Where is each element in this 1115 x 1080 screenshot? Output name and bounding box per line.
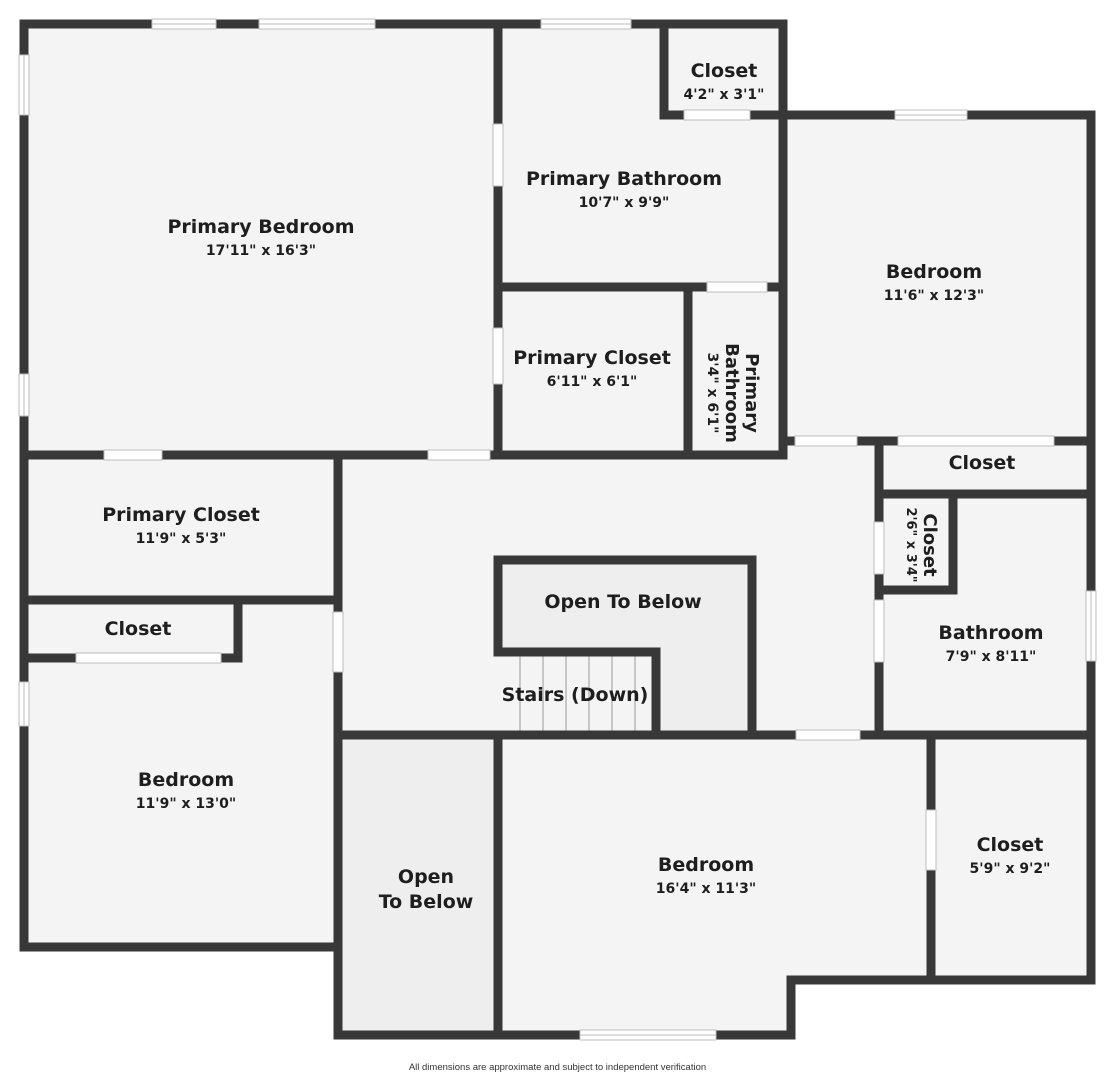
doorway xyxy=(706,281,768,293)
room-dims-bathroom: 7'9" x 8'11" xyxy=(945,649,1037,665)
room-dims-bedroom-left: 11'9" x 13'0" xyxy=(135,796,237,812)
room-label-closet-right-strip: Closet xyxy=(948,452,1016,474)
room-dims-bedroom-right: 11'6" x 12'3" xyxy=(883,288,985,304)
room-label-bathroom: Bathroom xyxy=(938,622,1044,644)
room-label-primary-bathroom-small: Primary Bathroom 3'4" x 6'1" xyxy=(704,313,762,473)
doorway xyxy=(795,729,861,741)
doorway xyxy=(492,123,504,187)
room-label-primary-closet-left: Primary Closet xyxy=(102,504,260,526)
room-label-stairs: Stairs (Down) xyxy=(501,684,649,706)
small-bath-dims: 3'4" x 6'1" xyxy=(704,352,720,434)
doorway xyxy=(873,599,885,663)
doorway xyxy=(103,449,163,461)
doorway xyxy=(897,435,1055,447)
doorway xyxy=(332,611,344,673)
room-label-primary-bedroom: Primary Bedroom xyxy=(167,216,355,238)
windows xyxy=(18,18,1097,1041)
room-label-bedroom-bottom: Bedroom xyxy=(657,854,755,876)
doorway xyxy=(75,652,222,664)
room-label-closet-top: Closet xyxy=(690,60,758,82)
room-dims-primary-bathroom: 10'7" x 9'9" xyxy=(578,195,670,211)
stairs-treads xyxy=(519,655,636,731)
room-dims-bedroom-bottom: 16'4" x 11'3" xyxy=(655,881,757,897)
doorway xyxy=(873,521,885,575)
doorway xyxy=(492,327,504,385)
closet-small-name: Closet xyxy=(919,513,940,577)
room-label-open-to-below-top: Open To Below xyxy=(544,591,702,613)
room-dims-primary-closet-center: 6'11" x 6'1" xyxy=(546,374,638,390)
doorway xyxy=(925,809,937,871)
doorway xyxy=(794,435,858,447)
room-label-open-to-below-left-line2: To Below xyxy=(378,891,474,913)
room-label-closet-left: Closet xyxy=(104,618,172,640)
room-dims-primary-bedroom: 17'11" x 16'3" xyxy=(205,243,317,259)
room-label-closet-small: Closet 2'6" x 3'4" xyxy=(897,505,940,585)
room-label-primary-bathroom: Primary Bathroom xyxy=(526,168,722,190)
doors xyxy=(75,109,1055,871)
doorway xyxy=(683,109,751,121)
room-dims-closet-top: 4'2" x 3'1" xyxy=(683,87,765,103)
open-to-below-left-fill xyxy=(338,735,498,1035)
room-label-bedroom-right: Bedroom xyxy=(885,261,983,283)
floor-area xyxy=(24,24,1091,1035)
room-label-closet-bottom-right: Closet xyxy=(976,834,1044,856)
room-label-open-to-below-left-line1: Open xyxy=(397,866,455,888)
disclaimer: All dimensions are approximate and subje… xyxy=(408,1062,707,1073)
room-dims-primary-closet-left: 11'9" x 5'3" xyxy=(135,531,227,547)
doorway xyxy=(427,449,491,461)
small-bath-name: Primary Bathroom xyxy=(721,343,762,443)
room-dims-closet-bottom-right: 5'9" x 9'2" xyxy=(969,861,1051,877)
room-label-bedroom-left: Bedroom xyxy=(137,769,235,791)
room-label-primary-closet-center: Primary Closet xyxy=(513,347,671,369)
closet-small-dims: 2'6" x 3'4" xyxy=(903,507,918,583)
room-fills xyxy=(24,24,1091,1035)
